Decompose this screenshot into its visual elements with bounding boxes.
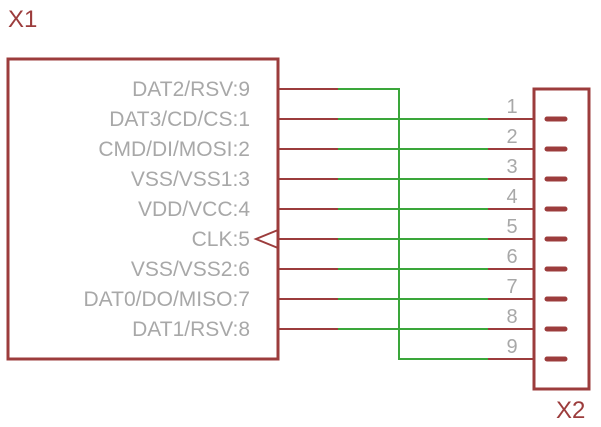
x2-pin-number: 3: [506, 156, 517, 178]
clock-indicator-icon: [253, 229, 279, 249]
x2-pin-number: 1: [506, 96, 517, 118]
x1-pin-label: VDD/VCC:4: [138, 198, 250, 221]
net-group: [338, 88, 488, 360]
x2-pin-number: 5: [506, 216, 517, 238]
part-name-x1: X1: [8, 6, 37, 33]
part-name-x2: X2: [556, 397, 585, 424]
x1-pin-label: DAT3/CD/CS:1: [109, 108, 250, 131]
x1-pin-label: VSS/VSS2:6: [131, 258, 250, 281]
x1-pin-label: VSS/VSS1:3: [131, 168, 250, 191]
x2-pin-number: 8: [506, 306, 517, 328]
x1-pin-label: CLK:5: [192, 228, 250, 251]
x2-pin-number: 7: [506, 276, 517, 298]
x1-pin-label: CMD/DI/MOSI:2: [98, 138, 250, 161]
x1-pin-label: DAT2/RSV:9: [132, 78, 250, 101]
x2-pin-number: 6: [506, 246, 517, 268]
x1-pin-label: DAT1/RSV:8: [132, 318, 250, 341]
x2-pin-group: 1 2 3 4 5 6 7 8 9: [488, 96, 568, 362]
x1-pin-label: DAT0/DO/MISO:7: [84, 288, 250, 311]
x2-pin-number: 9: [506, 336, 517, 358]
x1-pin-group: DAT2/RSV:9DAT3/CD/CS:1CMD/DI/MOSI:2VSS/V…: [84, 78, 338, 341]
net-wire: [338, 88, 488, 360]
x2-pin-number: 2: [506, 126, 517, 148]
x2-pin-number: 4: [506, 186, 517, 208]
